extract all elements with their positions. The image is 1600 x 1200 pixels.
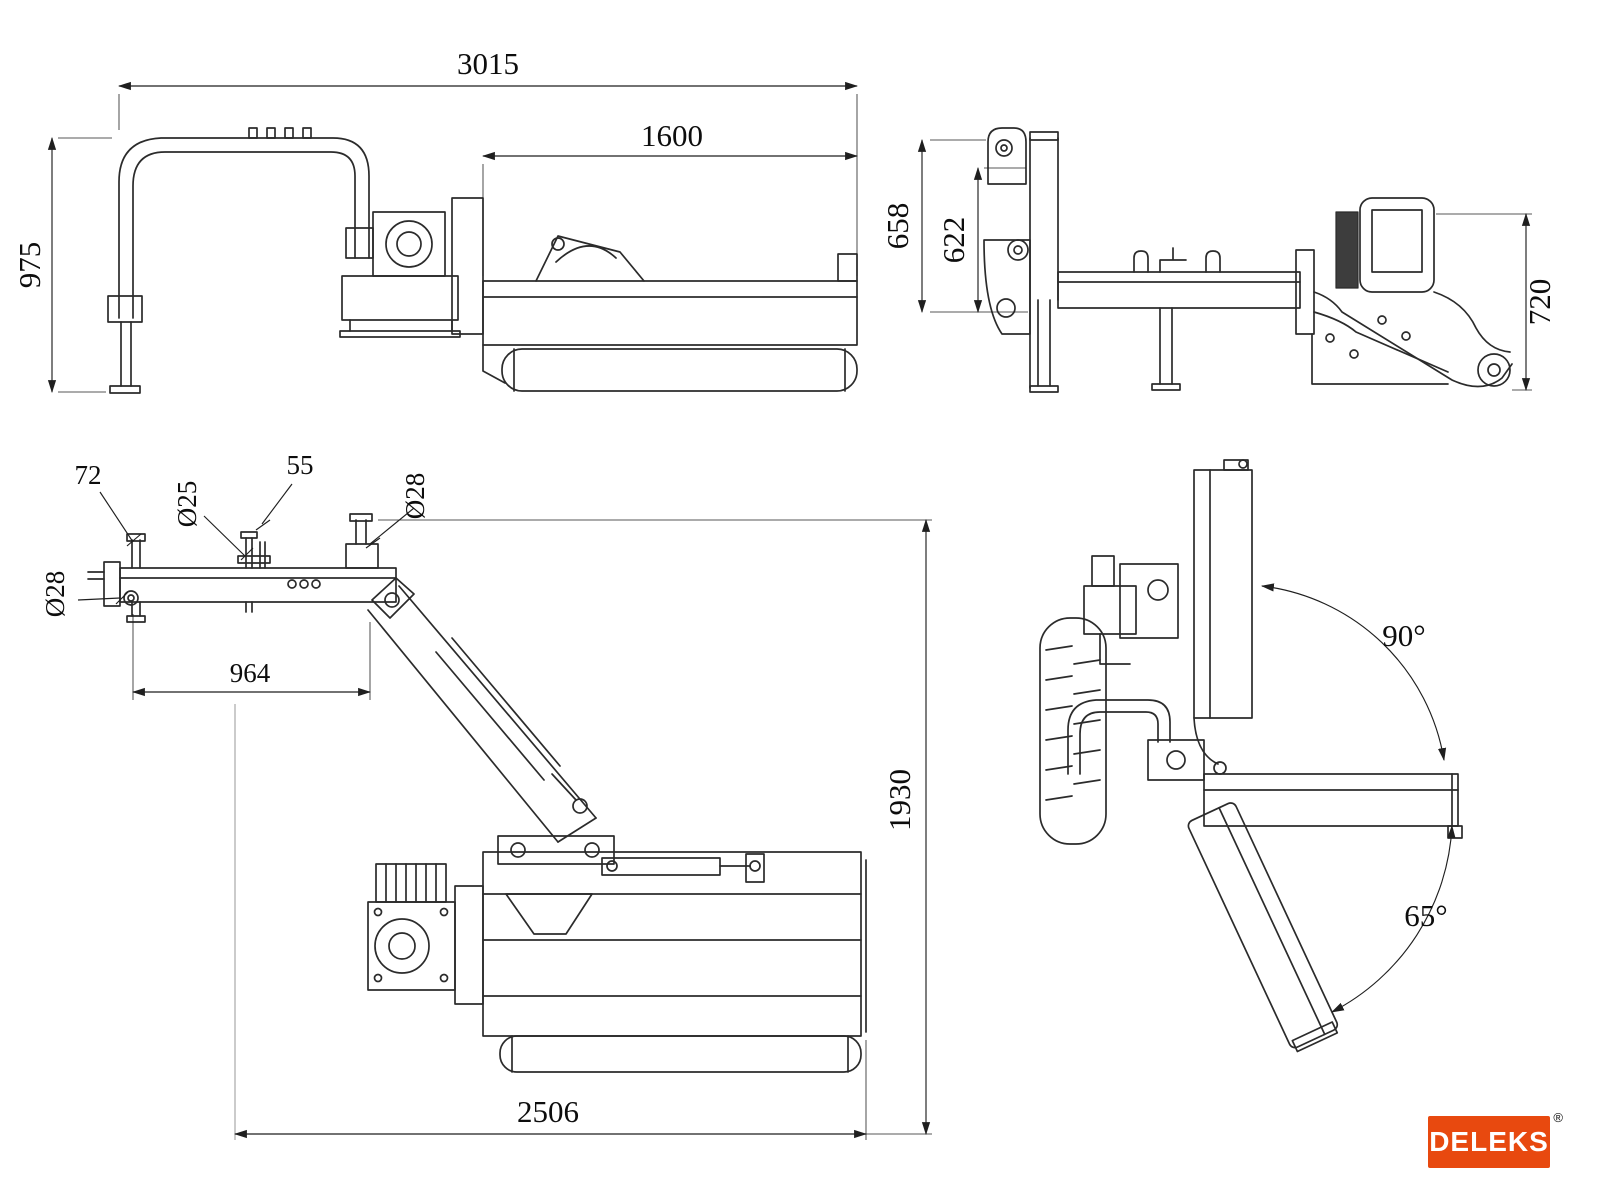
dim-head-height-label: 720 — [1522, 279, 1557, 326]
dim-angle-up-label: 90° — [1382, 618, 1425, 653]
folded-view-drawing — [87, 513, 867, 1073]
dim-beam-length-label: 964 — [230, 658, 271, 688]
angle-view-drawing — [1039, 459, 1463, 1053]
dim-deck-width-label: 1600 — [641, 118, 703, 153]
dim-frame-height-label: 975 — [12, 242, 47, 289]
rear-view-drawing — [983, 127, 1513, 393]
dim-overall-width-label: 3015 — [457, 46, 519, 81]
dim-pin-dia-left-label: Ø28 — [40, 571, 70, 618]
folded-view-dimensions: 72 Ø25 55 Ø28 Ø28 964 1930 2506 — [40, 450, 932, 1140]
dim-angle-down-label: 65° — [1404, 898, 1447, 933]
dim-pin-dia-mid-label: Ø25 — [172, 481, 202, 528]
angle-view-dimensions: 90° 65° — [1260, 583, 1456, 1013]
dim-pin-dia-top-label: Ø28 — [400, 473, 430, 520]
dim-hitch-inner-height-label: 622 — [936, 217, 971, 264]
side-view-dimensions: 3015 1600 975 — [12, 46, 859, 394]
rear-view-dimensions: 658 622 720 — [880, 138, 1557, 392]
dim-pin-offset-label: 72 — [75, 460, 102, 490]
dim-hitch-height-label: 658 — [880, 203, 915, 250]
registered-mark-icon: ® — [1553, 1110, 1563, 1125]
deleks-logo: DELEKS ® — [1428, 1110, 1563, 1168]
side-view-drawing — [107, 127, 858, 394]
dim-pin-spacing-label: 55 — [287, 450, 314, 480]
dim-overall-height-label: 1930 — [882, 769, 917, 831]
dim-overall-length-label: 2506 — [517, 1094, 579, 1129]
deleks-logo-text: DELEKS — [1429, 1126, 1549, 1157]
